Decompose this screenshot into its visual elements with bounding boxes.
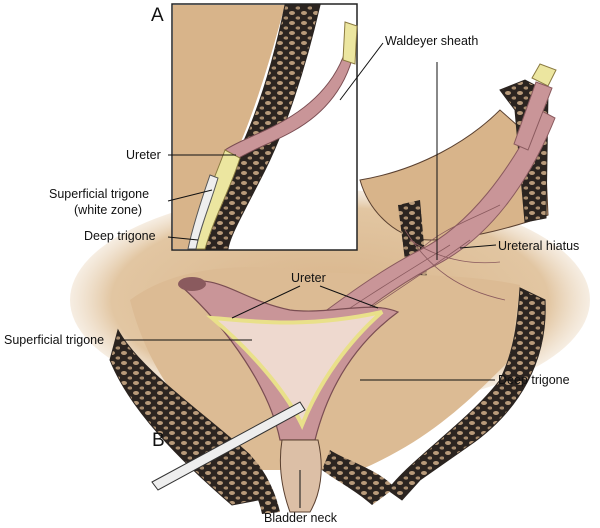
inset-tissue — [173, 5, 285, 249]
label-ureter-a: Ureter — [126, 148, 161, 162]
label-bladder-neck: Bladder neck — [264, 511, 337, 525]
ureter-tube — [531, 63, 557, 87]
inset-deep-trigone — [187, 174, 219, 250]
label-deep-trigone-b: Deep trigone — [498, 373, 570, 387]
hiatus-wall-left — [398, 200, 428, 300]
inset-ureter-tip — [342, 21, 358, 65]
superficial-trigone-area — [206, 310, 384, 430]
bladder-wall-right — [387, 287, 546, 501]
ureteric-orifice-left — [178, 277, 206, 291]
bladder-neck-wall-left — [240, 455, 280, 514]
label-ureteral-hiatus: Ureteral hiatus — [498, 239, 580, 253]
label-superficial-trigone-a: Superficial trigone — [49, 187, 150, 201]
bladder-wall-left — [109, 328, 259, 506]
label-deep-trigone-a: Deep trigone — [84, 229, 156, 243]
label-white-zone: (white zone) — [74, 203, 143, 217]
panel-label-a: A — [151, 5, 164, 26]
probe — [151, 401, 306, 491]
leader-lines — [124, 42, 497, 508]
bladder-neck — [279, 439, 322, 513]
ureter-band — [299, 109, 556, 351]
label-superficial-trigone-b: Superficial trigone — [4, 333, 105, 347]
label-waldeyer-sheath: Waldeyer sheath — [385, 34, 479, 48]
bladder-neck-wall-right — [322, 450, 395, 505]
panel-b-drawing — [70, 63, 590, 514]
label-ureter-b: Ureter — [291, 271, 326, 285]
ureter-tube-body — [513, 81, 553, 151]
panel-a-inset — [171, 3, 358, 251]
panel-label-b: B — [152, 430, 165, 451]
